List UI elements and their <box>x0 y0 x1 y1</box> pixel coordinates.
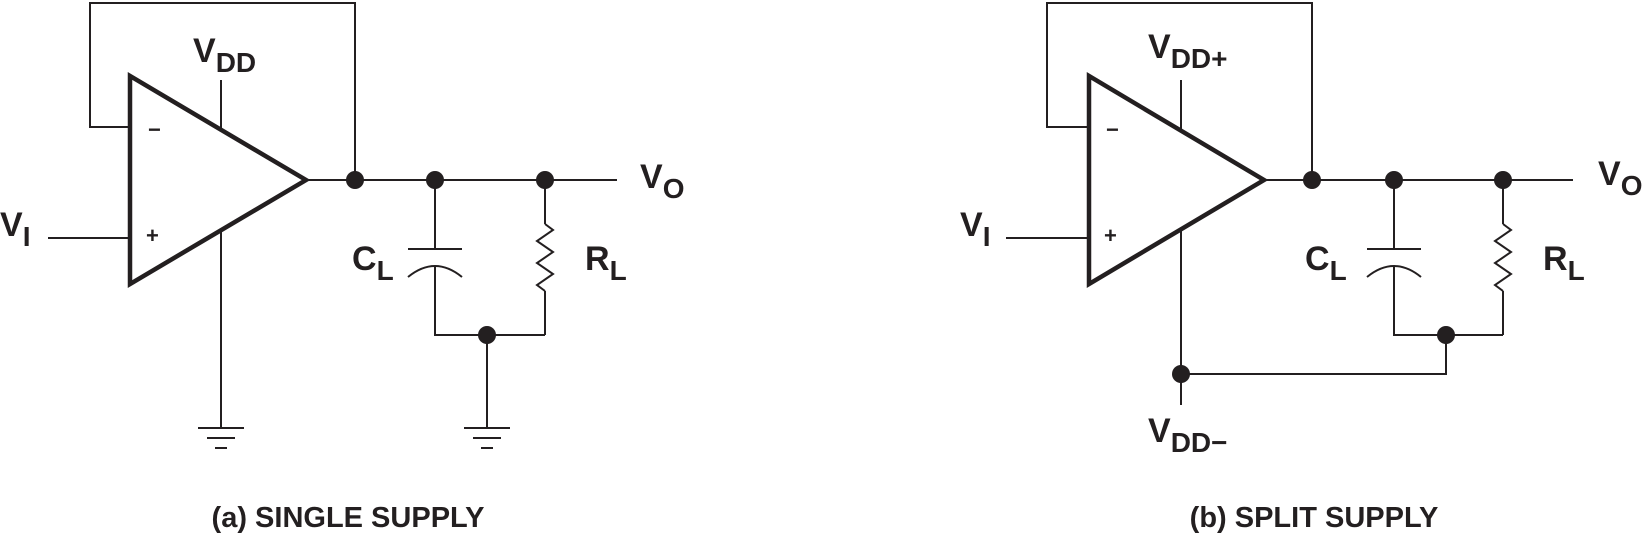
vdd-negative-label: VDD− <box>1148 412 1227 458</box>
junction-dot <box>478 326 496 344</box>
junction-dot <box>346 171 364 189</box>
resistor-zigzag <box>535 223 555 292</box>
inverting-input-sign: − <box>1106 117 1119 142</box>
input-voltage-label: VI <box>960 206 990 252</box>
op-amp <box>1086 72 1269 288</box>
input-voltage-label: VI <box>0 206 30 252</box>
junction-dot <box>1385 171 1403 189</box>
output-voltage-label: VO <box>640 158 684 204</box>
caption-split-supply: (b) SPLIT SUPPLY <box>1190 502 1439 534</box>
circuit-split-supply: − + VDD+ VDD− VI VO CL RL (b) SPLIT SUPP… <box>960 2 1642 534</box>
ground-symbol <box>198 427 244 449</box>
junction-dot <box>536 171 554 189</box>
junction-dot <box>1437 326 1455 344</box>
vdd-positive-label: VDD+ <box>1148 28 1227 74</box>
junction-dot <box>1303 171 1321 189</box>
resistor-zigzag <box>1493 223 1513 292</box>
resistor-label: RL <box>585 240 627 286</box>
noninverting-input-sign: + <box>1104 223 1117 248</box>
inverting-input-sign: − <box>148 117 161 142</box>
junction-dot <box>426 171 444 189</box>
ground-symbol <box>464 427 510 449</box>
junction-dot <box>1172 365 1190 383</box>
caption-single-supply: (a) SINGLE SUPPLY <box>212 502 485 534</box>
vdd-label: VDD <box>193 32 256 78</box>
feedback-wire <box>89 2 356 180</box>
circuit-single-supply: − + VDD VI VO CL RL (a) SINGLE SUPPLY <box>0 2 684 534</box>
capacitor-label: CL <box>352 240 394 286</box>
junction-dot <box>1494 171 1512 189</box>
capacitor-plate-bottom <box>1366 265 1422 278</box>
capacitor-plate-bottom <box>407 265 463 278</box>
noninverting-input-sign: + <box>146 223 159 248</box>
resistor-label: RL <box>1543 240 1585 286</box>
capacitor-label: CL <box>1305 240 1347 286</box>
cap-bottom-lead <box>434 267 545 336</box>
op-amp <box>127 72 311 288</box>
output-voltage-label: VO <box>1598 155 1642 201</box>
load-return-wire <box>1181 335 1447 375</box>
cap-bottom-lead <box>1393 267 1503 336</box>
feedback-wire <box>1046 2 1313 180</box>
